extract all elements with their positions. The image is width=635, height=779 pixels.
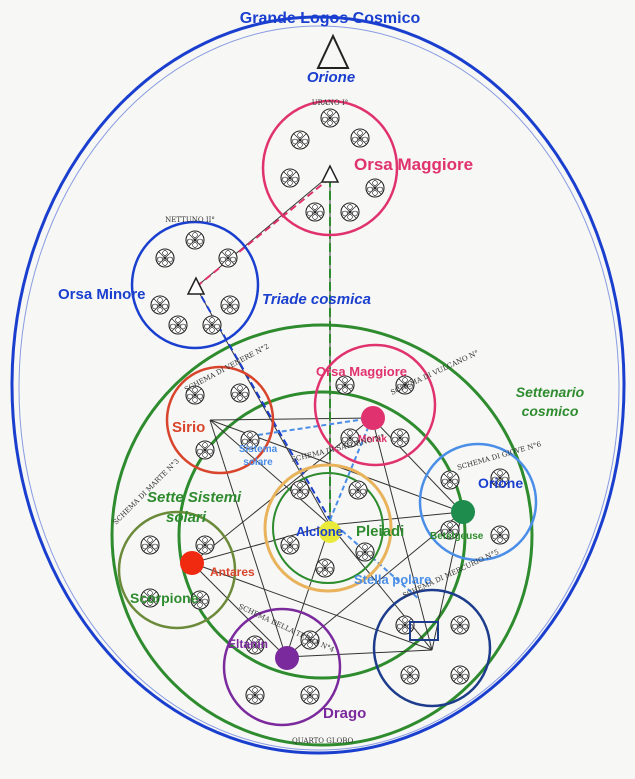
alcione-label: Alcione — [296, 524, 343, 539]
nettuno-label: NETTUNO II° — [165, 216, 215, 224]
orsa-minore-circle — [130, 220, 260, 350]
dash-sistema — [257, 417, 373, 436]
drago-label: Drago — [323, 705, 366, 722]
om-inner-circle — [313, 343, 437, 467]
merak-label: Merak — [358, 434, 387, 445]
orione-inner-label: Orione — [478, 475, 523, 491]
pleiadi-label: Pleiadi — [356, 523, 404, 540]
settenario-label-2: cosmico — [522, 403, 579, 419]
sette-sistemi-label-1: Sette Sistemi — [147, 489, 242, 506]
sirio-label: Sirio — [172, 419, 205, 436]
orione-top-label: Orione — [307, 69, 355, 86]
globo-label: QUARTO GLOBO — [292, 737, 354, 745]
alcione-circle — [263, 463, 393, 593]
sette-sistemi-circle — [177, 390, 467, 680]
urano-label: URANO I° — [312, 99, 349, 107]
triade-label: Triade cosmica — [262, 291, 371, 308]
om-triangle — [320, 164, 340, 183]
logos-triangle — [316, 33, 350, 69]
settenario-label-1: Settenario — [516, 384, 585, 400]
drago-circle — [222, 607, 342, 727]
scorpione-label: Scorpione — [130, 590, 199, 606]
orsa-minore-label: Orsa Minore — [58, 286, 146, 303]
betelgeuse-label: Betelgeuse — [430, 531, 484, 542]
sistema-label-2: solare — [243, 457, 273, 468]
settenario-circle — [110, 323, 534, 747]
om-inner-label: Orsa Maggiore — [316, 364, 407, 379]
saturno-label: SCHEMA DI SATURNO N° — [291, 433, 386, 464]
alcione-dot — [319, 521, 341, 543]
antares-label: Antares — [210, 565, 255, 579]
giove-label: SCHEMA DI GIOVE N°6 — [456, 440, 542, 472]
orione-circle — [418, 442, 538, 562]
dash-merak — [329, 417, 373, 521]
outer-oval-inner-stroke — [18, 25, 620, 751]
ominor-triangle — [186, 276, 206, 295]
dash-om-om — [195, 177, 331, 288]
eltanin-label: Eltanin — [228, 637, 268, 651]
scorpione-circle — [117, 510, 237, 630]
betelgeuse-dot — [451, 500, 475, 524]
title: Grande Logos Cosmico — [240, 10, 421, 27]
dash-polare — [329, 519, 421, 601]
sette-sistemi-label-2: solari — [166, 509, 207, 526]
antares-dot — [180, 551, 204, 575]
orsa-maggiore-circle — [261, 99, 399, 237]
stella-polare-label: Stella polare — [354, 572, 431, 587]
sistema-label-1: Sistema — [239, 444, 278, 455]
eltanin-dot — [275, 646, 299, 670]
navy-box — [409, 621, 439, 641]
merak-dot — [361, 406, 385, 430]
venere-label: SCHEMA DI VENERE N°2 — [183, 342, 270, 393]
alcione-inner-circle — [272, 472, 384, 584]
outer-oval — [10, 15, 626, 755]
navy-circle — [372, 588, 492, 708]
sirio-circle — [165, 365, 275, 475]
orsa-maggiore-label: Orsa Maggiore — [354, 155, 473, 174]
